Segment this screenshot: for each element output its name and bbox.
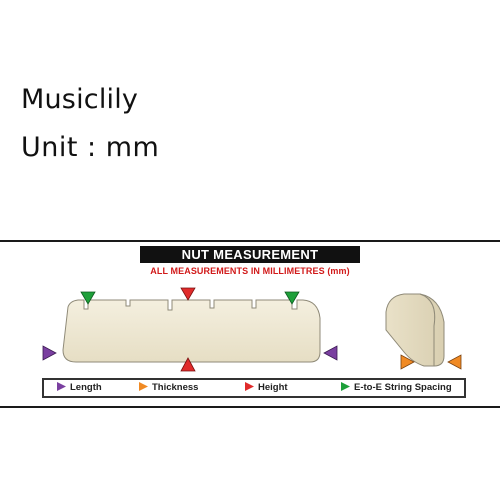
- green-triangle-icon: [341, 381, 350, 391]
- measurement-panel: [0, 240, 500, 408]
- height-marker-bottom: [180, 357, 196, 372]
- spacing-marker-left: [80, 291, 96, 305]
- brand-name: Musiclily: [21, 84, 139, 115]
- spacing-marker-right: [284, 291, 300, 305]
- red-triangle-icon: [245, 381, 254, 391]
- legend-item-spacing: E-to-E String Spacing: [340, 380, 452, 396]
- legend-item-length: Length: [56, 380, 102, 396]
- thickness-marker-left: [400, 354, 415, 370]
- thickness-marker-right: [447, 354, 462, 370]
- nut-front-view: [62, 299, 321, 363]
- legend-label-thickness: Thickness: [152, 382, 199, 393]
- diagram-title: NUT MEASUREMENT: [140, 246, 360, 263]
- unit-label: Unit : mm: [21, 132, 160, 163]
- legend-label-spacing: E-to-E String Spacing: [354, 382, 452, 393]
- diagram-subtitle: ALL MEASUREMENTS IN MILLIMETRES (mm): [150, 266, 350, 276]
- legend: Length Thickness Height E-to-E String Sp…: [42, 378, 466, 398]
- length-marker-left: [42, 345, 57, 361]
- orange-triangle-icon: [139, 381, 148, 391]
- nut-side-view: [385, 293, 445, 367]
- legend-item-thickness: Thickness: [138, 380, 198, 396]
- purple-triangle-icon: [57, 381, 66, 391]
- height-marker-top: [180, 287, 196, 301]
- legend-label-height: Height: [258, 382, 288, 393]
- nut-side-edge: [419, 293, 436, 366]
- legend-item-height: Height: [244, 380, 288, 396]
- legend-label-length: Length: [70, 382, 102, 393]
- length-marker-right: [323, 345, 338, 361]
